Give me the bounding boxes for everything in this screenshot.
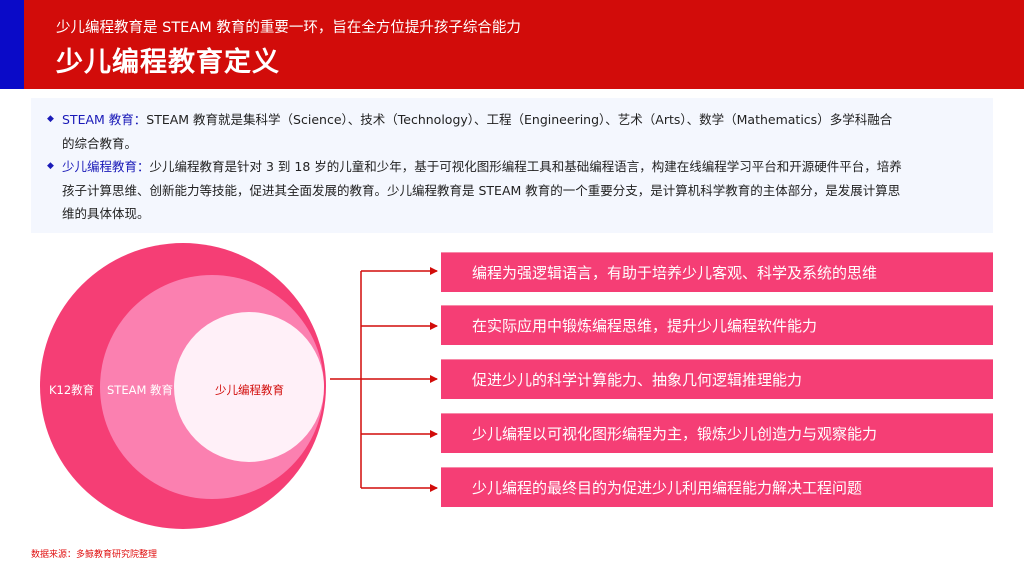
page-subtitle: 少儿编程教育是 STEAM 教育的重要一环，旨在全方位提升孩子综合能力: [56, 20, 521, 36]
label-kids-coding: 少儿编程教育: [215, 383, 284, 397]
benefit-box-4: 少儿编程以可视化图形编程为主，锻炼少儿创造力与观察能力: [441, 413, 993, 453]
definitions-panel: ◆ STEAM 教育：STEAM 教育就是集科学（Science）、技术（Tec…: [31, 98, 993, 233]
definition-term: 少儿编程教育：: [62, 159, 150, 174]
definition-text: 少儿编程教育是针对 3 到 18 岁的儿童和少年，基于可视化图形编程工具和基础编…: [149, 159, 902, 174]
page-title: 少儿编程教育定义: [56, 47, 280, 78]
definition-steam: ◆ STEAM 教育：STEAM 教育就是集科学（Science）、技术（Tec…: [47, 108, 982, 155]
diamond-bullet-icon: ◆: [47, 161, 54, 171]
benefit-box-1: 编程为强逻辑语言，有助于培养少儿客观、科学及系统的思维: [441, 252, 993, 292]
definition-text: STEAM 教育就是集科学（Science）、技术（Technology）、工程…: [146, 112, 893, 127]
diamond-bullet-icon: ◆: [47, 114, 54, 124]
definition-text-cont: 的综合教育。: [62, 135, 138, 151]
definition-term: STEAM 教育：: [62, 112, 147, 127]
definition-kids-coding: ◆ 少儿编程教育：少儿编程教育是针对 3 到 18 岁的儿童和少年，基于可视化图…: [47, 155, 982, 226]
circle-kids-coding: [174, 312, 324, 462]
label-steam: STEAM 教育: [107, 383, 174, 397]
benefit-box-3: 促进少儿的科学计算能力、抽象几何逻辑推理能力: [441, 359, 993, 399]
benefit-box-5: 少儿编程的最终目的为促进少儿利用编程能力解决工程问题: [441, 467, 993, 507]
label-k12: K12教育: [49, 383, 95, 397]
header-accent-bar: [0, 0, 24, 89]
definition-text-cont: 孩子计算思维、创新能力等技能，促进其全面发展的教育。少儿编程教育是 STEAM …: [62, 182, 901, 198]
connector-lines: [330, 267, 438, 492]
header-banner: [0, 0, 1024, 89]
definition-text-cont: 维的具体体现。: [62, 206, 150, 221]
benefit-box-2: 在实际应用中锻炼编程思维，提升少儿编程软件能力: [441, 305, 993, 345]
data-source-note: 数据来源：多鲸教育研究院整理: [31, 550, 158, 560]
